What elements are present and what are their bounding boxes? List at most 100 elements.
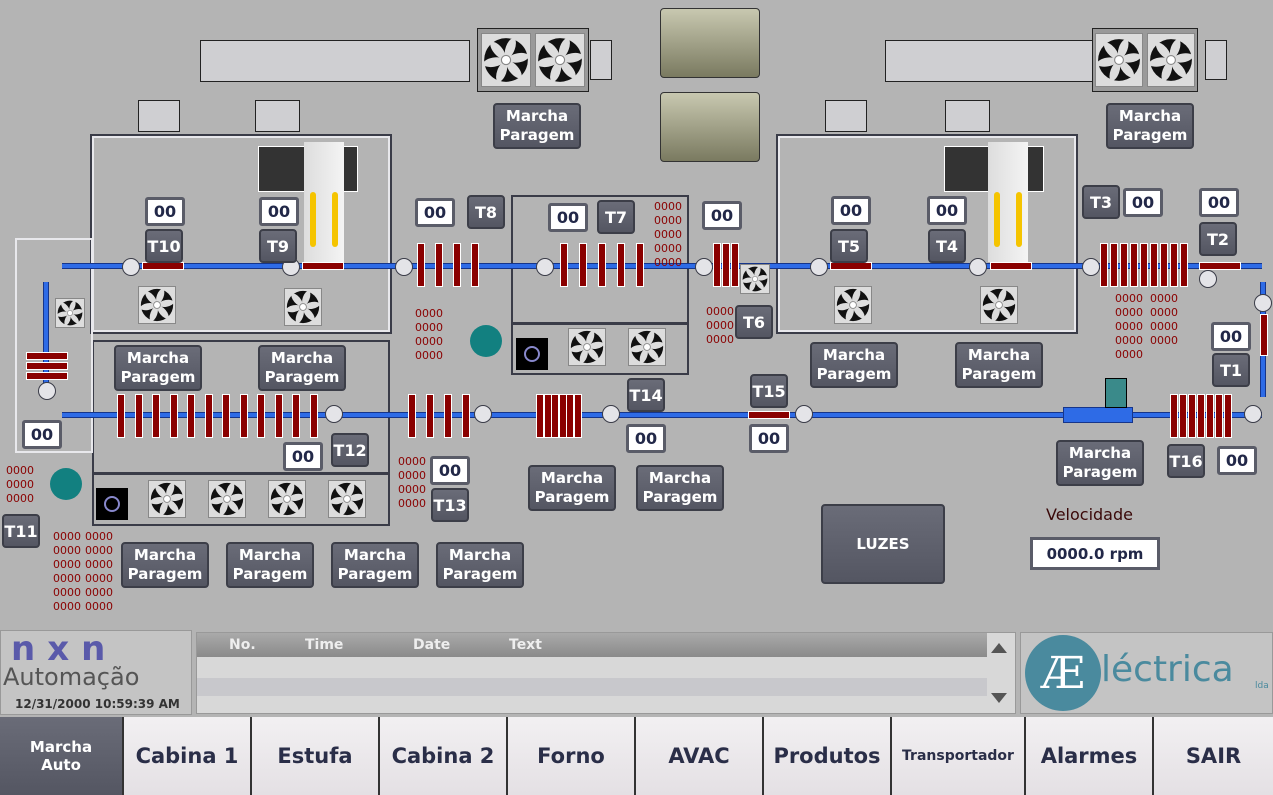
lights-button[interactable]: LUZES — [821, 504, 945, 584]
heater-bar — [462, 394, 470, 438]
tag-t6[interactable]: T6 — [735, 305, 773, 339]
tag-t15[interactable]: T15 — [750, 374, 788, 408]
col-date: Date — [413, 637, 451, 653]
nav-cabina-2[interactable]: Cabina 2 — [378, 717, 506, 795]
nav-alarmes[interactable]: Alarmes — [1024, 717, 1152, 795]
sensor-node — [795, 405, 813, 423]
ahu-right-start-stop-button[interactable]: Marcha Paragem — [1106, 103, 1194, 149]
duct-right-riser — [825, 100, 867, 132]
fan-icon — [568, 328, 606, 366]
heater-bar — [1180, 243, 1188, 287]
oven-fan-2-start-stop-button[interactable]: Marcha Paragem — [226, 542, 314, 588]
oven-room — [92, 340, 390, 526]
oven-fan-1-start-stop-button[interactable]: Marcha Paragem — [121, 542, 209, 588]
fan-icon — [268, 480, 306, 518]
booth-2-fan-2-start-stop-button[interactable]: Marcha Paragem — [955, 342, 1043, 388]
fan-icon — [481, 33, 531, 87]
conveyor-start-stop-button[interactable]: Marcha Paragem — [1056, 440, 1144, 486]
heater-bar — [471, 243, 479, 287]
duct-right-riser2 — [945, 100, 990, 132]
heater-bar — [134, 394, 143, 438]
tag-t16[interactable]: T16 — [1167, 444, 1205, 478]
ahu-right — [1092, 28, 1198, 92]
dryer-fan-1-start-stop-button[interactable]: Marcha Paragem — [528, 465, 616, 511]
nav-forno[interactable]: Forno — [506, 717, 634, 795]
tag-t4[interactable]: T4 — [928, 229, 966, 263]
scroll-up-icon[interactable] — [991, 643, 1007, 653]
tag-t10[interactable]: T10 — [145, 229, 183, 263]
tag-t13[interactable]: T13 — [431, 488, 469, 522]
heater-bar-vertical — [1260, 314, 1268, 356]
heater-bar — [417, 243, 425, 287]
oven-zone-1-start-stop-button[interactable]: Marcha Paragem — [114, 345, 202, 391]
oven-fan-4-start-stop-button[interactable]: Marcha Paragem — [436, 542, 524, 588]
fan-icon — [1147, 33, 1195, 87]
conveyor-top — [62, 263, 1262, 269]
fan-icon — [980, 286, 1018, 324]
datetime: 12/31/2000 10:59:39 AM — [15, 697, 180, 711]
spray-gun-icon — [988, 142, 1028, 262]
heater-bar — [204, 394, 213, 438]
left-return — [15, 238, 93, 453]
heater-bar — [560, 243, 568, 287]
counter-group: 0000 0000 0000 0000 0000 — [1115, 292, 1143, 361]
tag-t2[interactable]: T2 — [1199, 222, 1237, 256]
oven-fan-3-start-stop-button[interactable]: Marcha Paragem — [331, 542, 419, 588]
sensor-node — [810, 258, 828, 276]
value-t3: 00 — [1123, 188, 1163, 217]
oven-zone-2-start-stop-button[interactable]: Marcha Paragem — [258, 345, 346, 391]
heater-bar — [617, 243, 625, 287]
fan-icon — [208, 480, 246, 518]
heater-bar — [142, 262, 184, 270]
ahu-left-start-stop-button[interactable]: Marcha Paragem — [493, 103, 581, 149]
booth-2-room — [776, 134, 1078, 334]
oven-divider — [92, 472, 390, 475]
alarm-table[interactable]: No. Time Date Text — [196, 632, 1016, 714]
tag-t9[interactable]: T9 — [259, 229, 297, 263]
tag-t1[interactable]: T1 — [1212, 353, 1250, 387]
heater-bar — [435, 243, 443, 287]
sensor-node — [1082, 258, 1100, 276]
nav-cabina-1[interactable]: Cabina 1 — [122, 717, 250, 795]
nav-marcha-auto[interactable]: Marcha Auto — [0, 717, 122, 795]
tag-t8[interactable]: T8 — [467, 195, 505, 229]
counter-group: 0000 0000 0000 0000 0000 0000 — [85, 530, 113, 613]
tag-t12[interactable]: T12 — [331, 433, 369, 467]
tag-t11[interactable]: T11 — [2, 514, 40, 548]
speed-label: Velocidade — [1046, 505, 1133, 524]
counter-group: 0000 0000 0000 0000 0000 0000 — [53, 530, 81, 613]
booth-2-fan-1-start-stop-button[interactable]: Marcha Paragem — [810, 342, 898, 388]
fan-icon — [328, 480, 366, 518]
tag-t7[interactable]: T7 — [597, 200, 635, 234]
sensor-node — [395, 258, 413, 276]
chiller-icon — [660, 8, 760, 78]
heater-bar — [1170, 394, 1178, 438]
col-time: Time — [305, 637, 344, 653]
heater-bar — [1199, 262, 1241, 270]
heater-bar — [408, 394, 416, 438]
sensor-node — [695, 258, 713, 276]
tag-t5[interactable]: T5 — [830, 229, 868, 263]
heater-bar — [274, 394, 283, 438]
spray-gun-icon — [304, 142, 344, 262]
fan-icon — [535, 33, 585, 87]
heater-bar — [713, 243, 721, 287]
heater-bar — [636, 243, 644, 287]
heater-bar — [598, 243, 606, 287]
nav-avac[interactable]: AVAC — [634, 717, 762, 795]
nav-estufa[interactable]: Estufa — [250, 717, 378, 795]
nav-sair[interactable]: SAIR — [1152, 717, 1273, 795]
nav-produtos[interactable]: Produtos — [762, 717, 890, 795]
value-t9: 00 — [259, 197, 299, 226]
counter-group: 0000 0000 0000 0000 0000 — [654, 200, 682, 269]
nav-transportador[interactable]: Transportador — [890, 717, 1024, 795]
tag-t3[interactable]: T3 — [1082, 185, 1120, 219]
sensor-node — [38, 382, 56, 400]
heater-bar — [1197, 394, 1205, 438]
ahu-left — [477, 28, 589, 92]
dryer-fan-2-start-stop-button[interactable]: Marcha Paragem — [636, 465, 724, 511]
tag-t14[interactable]: T14 — [627, 378, 665, 412]
scroll-down-icon[interactable] — [991, 693, 1007, 703]
speed-value: 0000.0 rpm — [1030, 537, 1160, 570]
heater-bar — [579, 243, 587, 287]
